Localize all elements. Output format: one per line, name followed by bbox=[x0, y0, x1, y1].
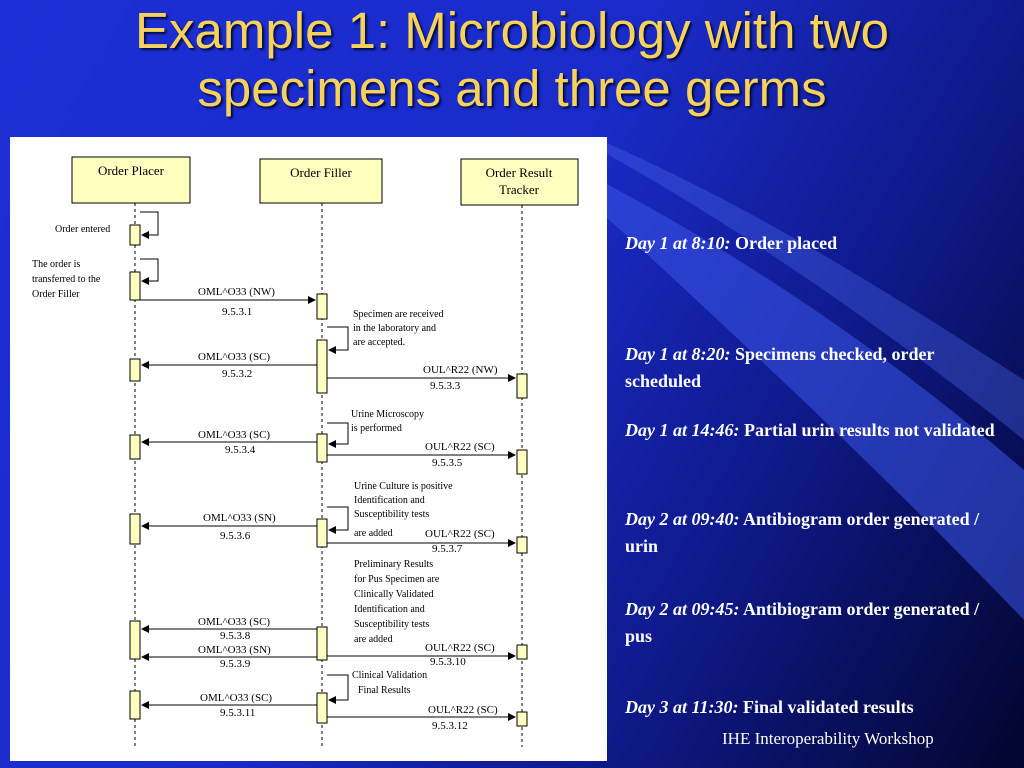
note-specimen-line: in the laboratory and bbox=[353, 323, 436, 334]
note-order-entered: Order entered bbox=[55, 224, 110, 235]
message-ref: 9.5.3.5 bbox=[432, 457, 463, 469]
message-label: OML^O33 (SC) bbox=[198, 616, 270, 628]
activation-tracker bbox=[516, 536, 528, 554]
activation-filler bbox=[316, 626, 328, 661]
activation-placer bbox=[129, 620, 141, 660]
activation-tracker bbox=[516, 373, 528, 399]
note-urine-micro-line: Urine Microscopy bbox=[351, 409, 424, 420]
self-loop-filler bbox=[327, 674, 349, 704]
message-ref: 9.5.3.12 bbox=[432, 720, 468, 732]
self-loop-filler bbox=[327, 326, 349, 354]
event-item: Day 2 at 09:45: Antibiogram order genera… bbox=[625, 599, 980, 646]
message-ref: 9.5.3.6 bbox=[220, 530, 251, 542]
note-urine-micro-line: is performed bbox=[351, 423, 402, 434]
note-prelim-line: are added bbox=[354, 634, 393, 645]
activation-placer bbox=[129, 224, 141, 246]
message-ref: 9.5.3.2 bbox=[222, 368, 252, 380]
activation-tracker bbox=[516, 449, 528, 475]
message-label: OUL^R22 (SC) bbox=[428, 704, 498, 716]
event-item: Day 1 at 8:10: Order placed bbox=[625, 233, 838, 253]
note-prelim-line: Susceptibility tests bbox=[354, 619, 429, 630]
event-item: Day 1 at 14:46: Partial urin results not… bbox=[625, 420, 995, 440]
activation-placer bbox=[129, 434, 141, 460]
activation-placer bbox=[129, 690, 141, 720]
message-label: OUL^R22 (NW) bbox=[423, 364, 498, 376]
note-urine-culture-line: Urine Culture is positive bbox=[354, 481, 453, 492]
actor-order-placer bbox=[71, 156, 191, 204]
actor-order-filler bbox=[259, 158, 383, 204]
note-prelim-line: Clinically Validated bbox=[354, 589, 434, 600]
message-label: OUL^R22 (SC) bbox=[425, 528, 495, 540]
note-specimen-line: Specimen are received bbox=[353, 309, 444, 320]
note-urine-culture-line: Identification and bbox=[354, 495, 425, 506]
self-loop-filler bbox=[327, 506, 349, 534]
message-ref: 9.5.3.9 bbox=[220, 658, 251, 670]
message-ref: 9.5.3.7 bbox=[432, 543, 463, 555]
activation-filler bbox=[316, 692, 328, 724]
activation-filler bbox=[316, 293, 328, 320]
event-item: Day 3 at 11:30: Final validated results bbox=[625, 697, 914, 717]
message-ref: 9.5.3.1 bbox=[222, 306, 252, 318]
message-ref: 9.5.3.8 bbox=[220, 630, 251, 642]
actor-placer-label: Order Placer bbox=[98, 163, 165, 178]
self-loop-placer bbox=[140, 211, 159, 239]
activation-filler bbox=[316, 433, 328, 463]
message-ref: 9.5.3.4 bbox=[225, 444, 256, 456]
event-item: Day 2 at 09:40: Antibiogram order genera… bbox=[625, 509, 980, 556]
note-clinical-line: Clinical Validation bbox=[352, 670, 427, 681]
message-ref: 9.5.3.11 bbox=[220, 707, 255, 719]
activation-placer bbox=[129, 513, 141, 545]
activation-placer bbox=[129, 358, 141, 382]
actor-tracker-label-2: Tracker bbox=[499, 182, 540, 197]
activation-filler bbox=[316, 518, 328, 548]
message-label: OML^O33 (NW) bbox=[198, 286, 275, 298]
self-loop-placer bbox=[140, 258, 159, 285]
sequence-diagram: Order Placer Order Filler Order Result T… bbox=[10, 137, 607, 761]
message-label: OML^O33 (SC) bbox=[198, 351, 270, 363]
event-item: Day 1 at 8:20: Specimens checked, order … bbox=[625, 344, 935, 391]
activation-tracker bbox=[516, 711, 528, 727]
note-specimen-line: are accepted. bbox=[353, 337, 405, 348]
note-prelim-line: for Pus Specimen are bbox=[354, 574, 440, 585]
title-line-1: Example 1: Microbiology with two bbox=[135, 2, 889, 59]
note-transferred-line: transferred to the bbox=[32, 274, 101, 285]
note-prelim-line: Preliminary Results bbox=[354, 559, 433, 570]
message-label: OML^O33 (SC) bbox=[200, 692, 272, 704]
note-urine-culture-line: are added bbox=[354, 528, 393, 539]
slide-title: Example 1: Microbiology with two specime… bbox=[0, 2, 1024, 118]
message-label: OML^O33 (SN) bbox=[198, 644, 271, 656]
actor-filler-label: Order Filler bbox=[290, 165, 352, 180]
activation-tracker bbox=[516, 644, 528, 660]
activation-filler bbox=[316, 339, 328, 394]
activation-placer bbox=[129, 271, 141, 301]
message-label: OUL^R22 (SC) bbox=[425, 642, 495, 654]
message-label: OML^O33 (SC) bbox=[198, 429, 270, 441]
title-line-2: specimens and three germs bbox=[197, 60, 827, 117]
note-transferred-line: The order is bbox=[32, 259, 80, 270]
note-transferred-line: Order Filler bbox=[32, 289, 80, 300]
note-prelim-line: Identification and bbox=[354, 604, 425, 615]
note-urine-culture-line: Susceptibility tests bbox=[354, 509, 429, 520]
message-label: OUL^R22 (SC) bbox=[425, 441, 495, 453]
note-clinical-line: Final Results bbox=[358, 685, 411, 696]
self-loop-filler bbox=[327, 422, 349, 448]
actor-result-tracker bbox=[460, 158, 579, 206]
actor-tracker-label-1: Order Result bbox=[486, 165, 553, 180]
message-label: OML^O33 (SN) bbox=[203, 512, 276, 524]
message-ref: 9.5.3.3 bbox=[430, 380, 461, 392]
message-ref: 9.5.3.10 bbox=[430, 656, 466, 668]
footer-text: IHE Interoperability Workshop bbox=[722, 729, 934, 748]
